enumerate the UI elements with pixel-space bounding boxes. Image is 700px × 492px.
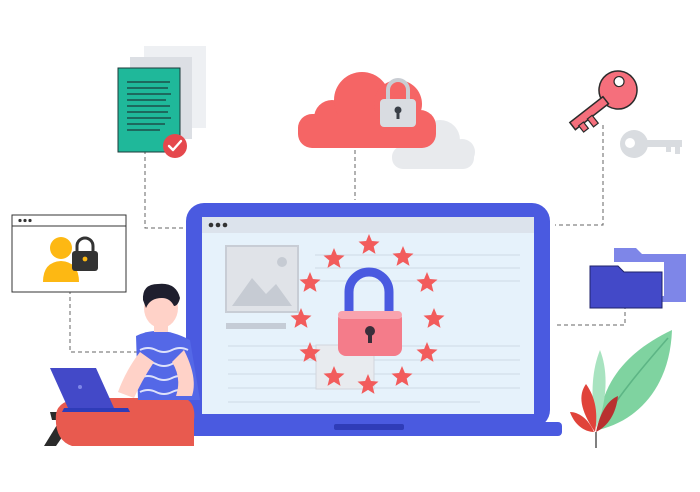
user-lock-window-icon <box>11 214 127 293</box>
plant-icon <box>570 330 672 448</box>
connector-document <box>144 150 188 229</box>
person-laptop <box>50 368 114 408</box>
folder-icon <box>589 248 686 309</box>
connector-lines <box>69 125 626 353</box>
document-check-icon <box>117 46 206 158</box>
key-icon <box>568 70 682 158</box>
user-head <box>50 237 72 259</box>
cloud-lock-icon <box>298 72 475 169</box>
eu-stars-ring <box>290 234 445 394</box>
connector-key <box>555 125 604 226</box>
user-body <box>43 261 79 282</box>
connector-user-window <box>69 290 140 353</box>
padlock-icon <box>338 267 402 356</box>
laptop <box>176 203 562 436</box>
browser-bar <box>202 217 534 233</box>
image-placeholder-icon <box>225 245 299 313</box>
person-with-laptop <box>44 283 200 446</box>
connector-folder <box>555 305 626 326</box>
